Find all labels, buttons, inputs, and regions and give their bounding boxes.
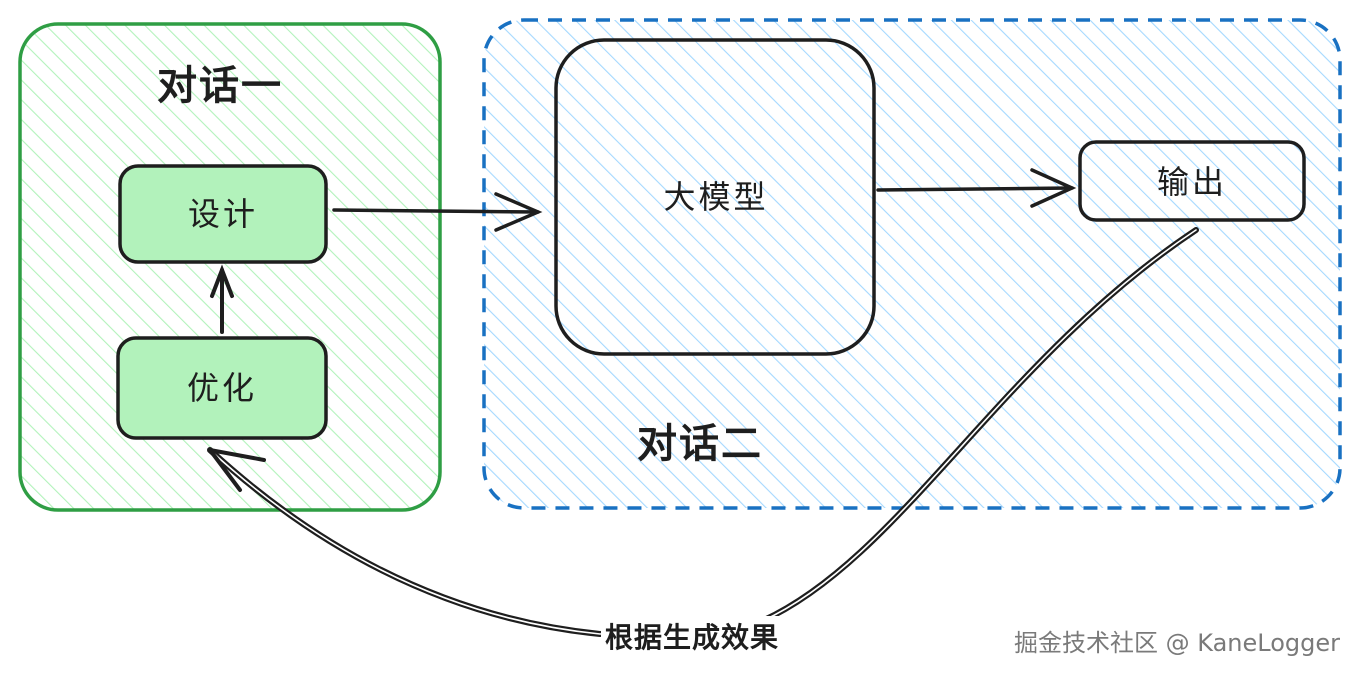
node-llm[interactable] [554,38,876,356]
node-optimize[interactable] [116,336,328,440]
group-title-conversation-one: 对话一 [157,63,283,109]
node-label-design: 设计 [187,195,259,233]
node-output[interactable] [1078,140,1306,222]
arrow-design-to-llm [332,192,543,232]
node-label-optimize: 优化 [186,369,258,407]
group-conversation-two[interactable] [482,18,1342,510]
arrow-optimize-to-design [210,264,234,334]
edge-label-feedback: 根据生成效果 [600,616,784,656]
watermark: 掘金技术社区 @ KaneLogger [1014,629,1340,657]
node-label-output: 输出 [1156,163,1228,201]
arrow-llm-to-output [876,168,1077,208]
group-title-conversation-two: 对话二 [637,421,763,467]
node-label-llm: 大模型 [663,178,769,216]
node-design[interactable] [118,164,328,264]
